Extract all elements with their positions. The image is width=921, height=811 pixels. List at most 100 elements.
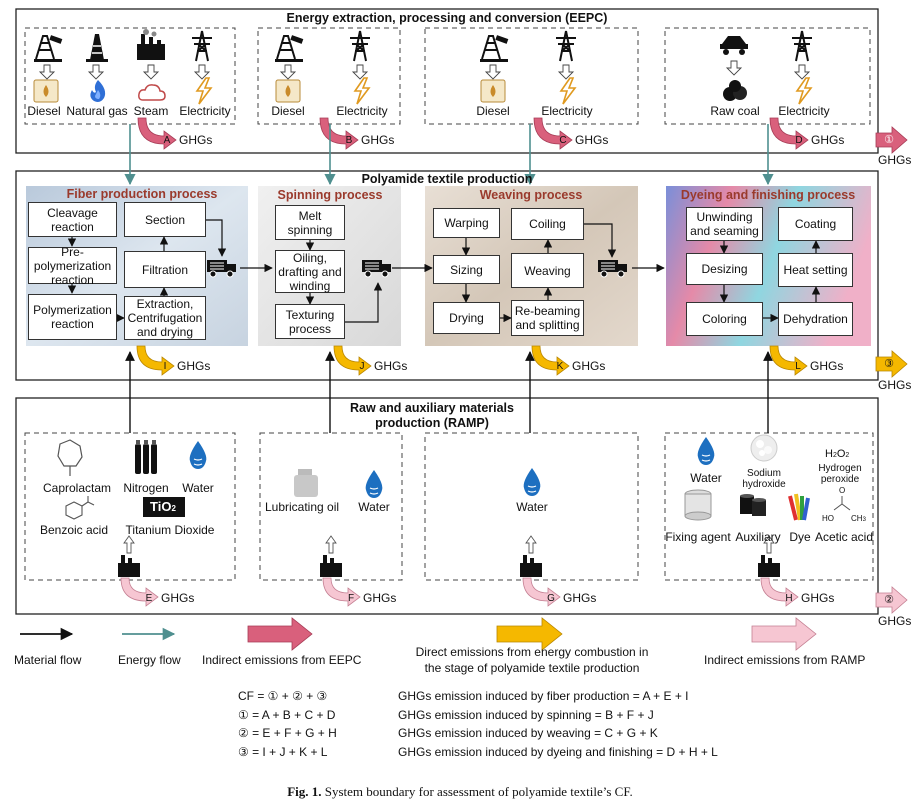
emission-marker-e: E	[145, 593, 153, 604]
ghg-label: GHGs	[177, 359, 211, 373]
weaving-step-warping: Warping	[433, 208, 500, 238]
fiber-flow-arrows	[67, 219, 273, 323]
emission-marker-c: C	[559, 135, 567, 146]
equation-spinning: GHGs emission induced by spinning = B + …	[398, 708, 654, 722]
lightning-icon	[795, 77, 813, 105]
dye-colors-icon	[788, 493, 810, 521]
fiber-step-polymerization: Polymerization reaction	[28, 294, 117, 340]
dyeing-step-desizing: Desizing	[686, 253, 763, 285]
eepc-title: Energy extraction, processing and conver…	[286, 11, 608, 25]
legend-direct-arrow	[496, 617, 563, 651]
eepc-product-label: Electricity	[778, 104, 830, 118]
material-flow-up-lines	[125, 351, 773, 433]
equation-3: ③ = I + J + K + L	[238, 745, 328, 759]
legend-ramp-label: Indirect emissions from RAMP	[704, 653, 866, 667]
eepc-frame	[15, 8, 879, 154]
flame-icon	[90, 80, 106, 102]
water-drop-icon	[523, 468, 541, 496]
fiber-process-title: Fiber production process	[66, 187, 218, 201]
eepc-group-4	[664, 27, 871, 125]
spinning-step-melt: Melt spinning	[275, 205, 345, 240]
diesel-barrel-icon	[33, 79, 59, 103]
ramp-item-label: Water	[182, 481, 214, 495]
fiber-step-prepolymerization: Pre-polymerization reaction	[28, 245, 117, 287]
eepc-emission-arrows	[137, 117, 809, 150]
eepc-product-label: Electricity	[179, 104, 231, 118]
spinning-step-oiling: Oiling, drafting and winding	[275, 250, 345, 293]
h2o2-formula: H2O2	[825, 448, 850, 460]
ramp-emission-arrows	[120, 577, 799, 607]
legend-direct-label-line1: Direct emissions from energy combustion …	[415, 645, 649, 659]
water-drop-icon	[189, 441, 207, 469]
acetic-acid-o-label: O	[839, 486, 846, 495]
figure-caption: Fig. 1. System boundary for assessment o…	[287, 785, 633, 799]
emission-marker-b: B	[345, 135, 353, 146]
emission-marker-k: K	[556, 361, 564, 372]
spinning-process-title: Spinning process	[277, 188, 383, 202]
fixing-agent-icon	[684, 489, 712, 521]
eepc-product-label: Raw coal	[710, 104, 760, 118]
lubricating-oil-icon	[294, 469, 318, 497]
ramp-item-label: Water	[516, 500, 548, 514]
ramp-item-label: Dye	[789, 530, 811, 544]
power-pylon-icon	[192, 30, 212, 62]
emission-marker-l: L	[795, 361, 801, 372]
oil-derrick-icon	[275, 35, 304, 62]
eepc-product-label: Diesel	[476, 104, 510, 118]
weaving-step-drying: Drying	[433, 302, 500, 334]
legend-eepc-arrow	[247, 617, 313, 651]
dyeing-step-coating: Coating	[778, 207, 853, 241]
eepc-down-arrows-2	[279, 64, 369, 80]
factory-icon	[758, 555, 780, 577]
factory-icon	[320, 555, 342, 577]
auxiliary-buckets-icon	[740, 494, 766, 516]
emission-marker-f: F	[347, 593, 355, 604]
emission-marker-i: I	[163, 361, 167, 372]
eepc-product-label: Electricity	[336, 104, 388, 118]
acetic-acid-ho-label: HO	[822, 514, 834, 523]
ghg-label: GHGs	[878, 153, 912, 167]
spinning-step-texturing: Texturing process	[275, 304, 345, 339]
fiber-step-section: Section	[124, 202, 206, 237]
equation-1: ① = A + B + C + D	[238, 708, 336, 722]
eepc-product-label: Natural gas	[66, 104, 128, 118]
ghg-label: GHGs	[811, 133, 845, 147]
ghg-label: GHGs	[161, 591, 195, 605]
fiber-step-cleavage: Cleavage reaction	[28, 202, 117, 237]
titanium-dioxide-icon	[143, 497, 185, 517]
weaving-step-sizing: Sizing	[433, 255, 500, 284]
fiber-step-extraction: Extraction, Centrifugation and drying	[124, 296, 206, 340]
emission-marker-d: D	[795, 135, 803, 146]
steam-cloud-icon	[138, 84, 166, 101]
legend-ramp-arrow	[751, 617, 817, 651]
ramp-item-label: Water	[358, 500, 390, 514]
fiber-step-filtration: Filtration	[124, 251, 206, 288]
ghg-label: GHGs	[810, 359, 844, 373]
oil-derrick-icon	[86, 34, 108, 62]
legend-material-flow-label: Material flow	[14, 653, 82, 667]
production-total-arrow	[875, 350, 908, 378]
coal-mining-icon	[720, 36, 748, 55]
caprolactam-structure-icon	[57, 439, 83, 476]
dyeing-step-unwinding: Unwinding and seaming	[686, 207, 763, 241]
ramp-total-arrow	[875, 586, 908, 614]
ghg-label: GHGs	[361, 133, 395, 147]
ramp-factories	[118, 555, 780, 577]
weaving-step-coiling: Coiling	[511, 208, 584, 240]
emission-marker-a: A	[163, 135, 171, 146]
factory-icon	[520, 555, 542, 577]
eepc-product-label: Electricity	[541, 104, 593, 118]
oil-derrick-icon	[34, 35, 63, 62]
caption-text: System boundary for assessment of polyam…	[324, 784, 633, 799]
weaving-step-weaving: Weaving	[511, 253, 584, 288]
dyeing-step-dehydration: Dehydration	[778, 302, 853, 336]
ramp-item-label: Nitrogen	[123, 481, 169, 495]
ramp-frame	[15, 397, 879, 615]
water-drop-icon	[365, 470, 383, 498]
ramp-item-label: Caprolactam	[42, 481, 112, 495]
ramp-title-line2: production (RAMP)	[375, 416, 489, 430]
acetic-acid-ch3-label: CH3	[851, 514, 866, 523]
lightning-icon	[195, 77, 213, 105]
benzoic-acid-structure-icon	[65, 496, 95, 520]
ramp-item-label: Sodium hydroxide	[742, 468, 786, 490]
